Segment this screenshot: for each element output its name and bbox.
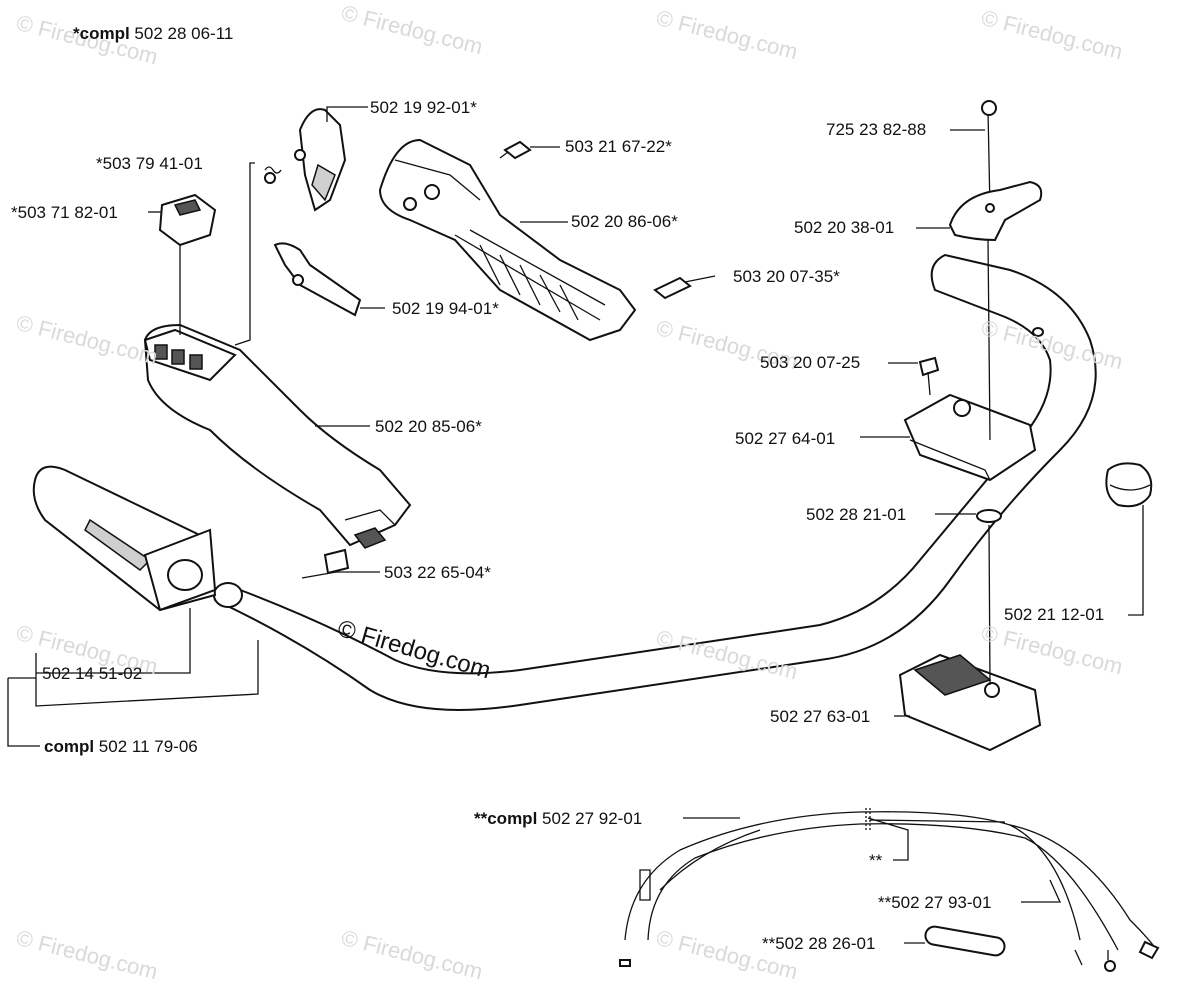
screws: [499, 140, 940, 396]
part-label: 502 14 51-02: [42, 664, 143, 683]
assembly-number: 502 28 06-11: [134, 24, 234, 43]
part-label: 502 19 92-01*: [370, 98, 477, 117]
assembly-prefix: *compl: [73, 24, 130, 43]
part-label: **502 28 26-01: [762, 934, 876, 953]
part-label: 502 19 94-01*: [392, 299, 499, 318]
part-label: *503 71 82-01: [11, 203, 118, 222]
part-label: **: [869, 851, 883, 870]
left-grip: [32, 465, 217, 612]
cable-assembly: [619, 811, 1160, 972]
part-label: 503 21 67-22*: [565, 137, 672, 156]
part-label: 502 20 38-01: [794, 218, 895, 237]
part-label: *503 79 41-01: [96, 154, 203, 173]
part-label: 502 20 86-06*: [571, 212, 678, 231]
assembly-label-cable: **compl 502 27 92-01: [474, 809, 642, 829]
assembly-prefix: compl: [44, 737, 95, 756]
assembly-label-handle: compl 502 11 79-06: [44, 737, 198, 757]
assembly-number: 502 27 92-01: [542, 809, 643, 828]
assembly-number: 502 11 79-06: [98, 737, 198, 756]
part-label: 502 20 85-06*: [375, 417, 482, 436]
part-label: 502 27 63-01: [770, 707, 871, 726]
small-parts: [158, 108, 362, 575]
leader-lines: [7, 106, 1144, 944]
part-label: 725 23 82-88: [826, 120, 927, 139]
clamp-parts: [898, 100, 1153, 752]
handle-housing: [378, 138, 637, 342]
part-label: 503 20 07-35*: [733, 267, 840, 286]
part-label: **502 27 93-01: [878, 893, 992, 912]
assembly-prefix: **compl: [474, 809, 538, 828]
part-label: 503 22 65-04*: [384, 563, 491, 582]
part-label: 502 21 12-01: [1004, 605, 1105, 624]
part-label: 502 27 64-01: [735, 429, 836, 448]
part-label: 503 20 07-25: [760, 353, 861, 372]
control-handle: [143, 323, 412, 549]
assembly-label-top: *compl 502 28 06-11: [73, 24, 233, 44]
part-label: 502 28 21-01: [806, 505, 907, 524]
handlebar-tube: [213, 253, 1097, 711]
